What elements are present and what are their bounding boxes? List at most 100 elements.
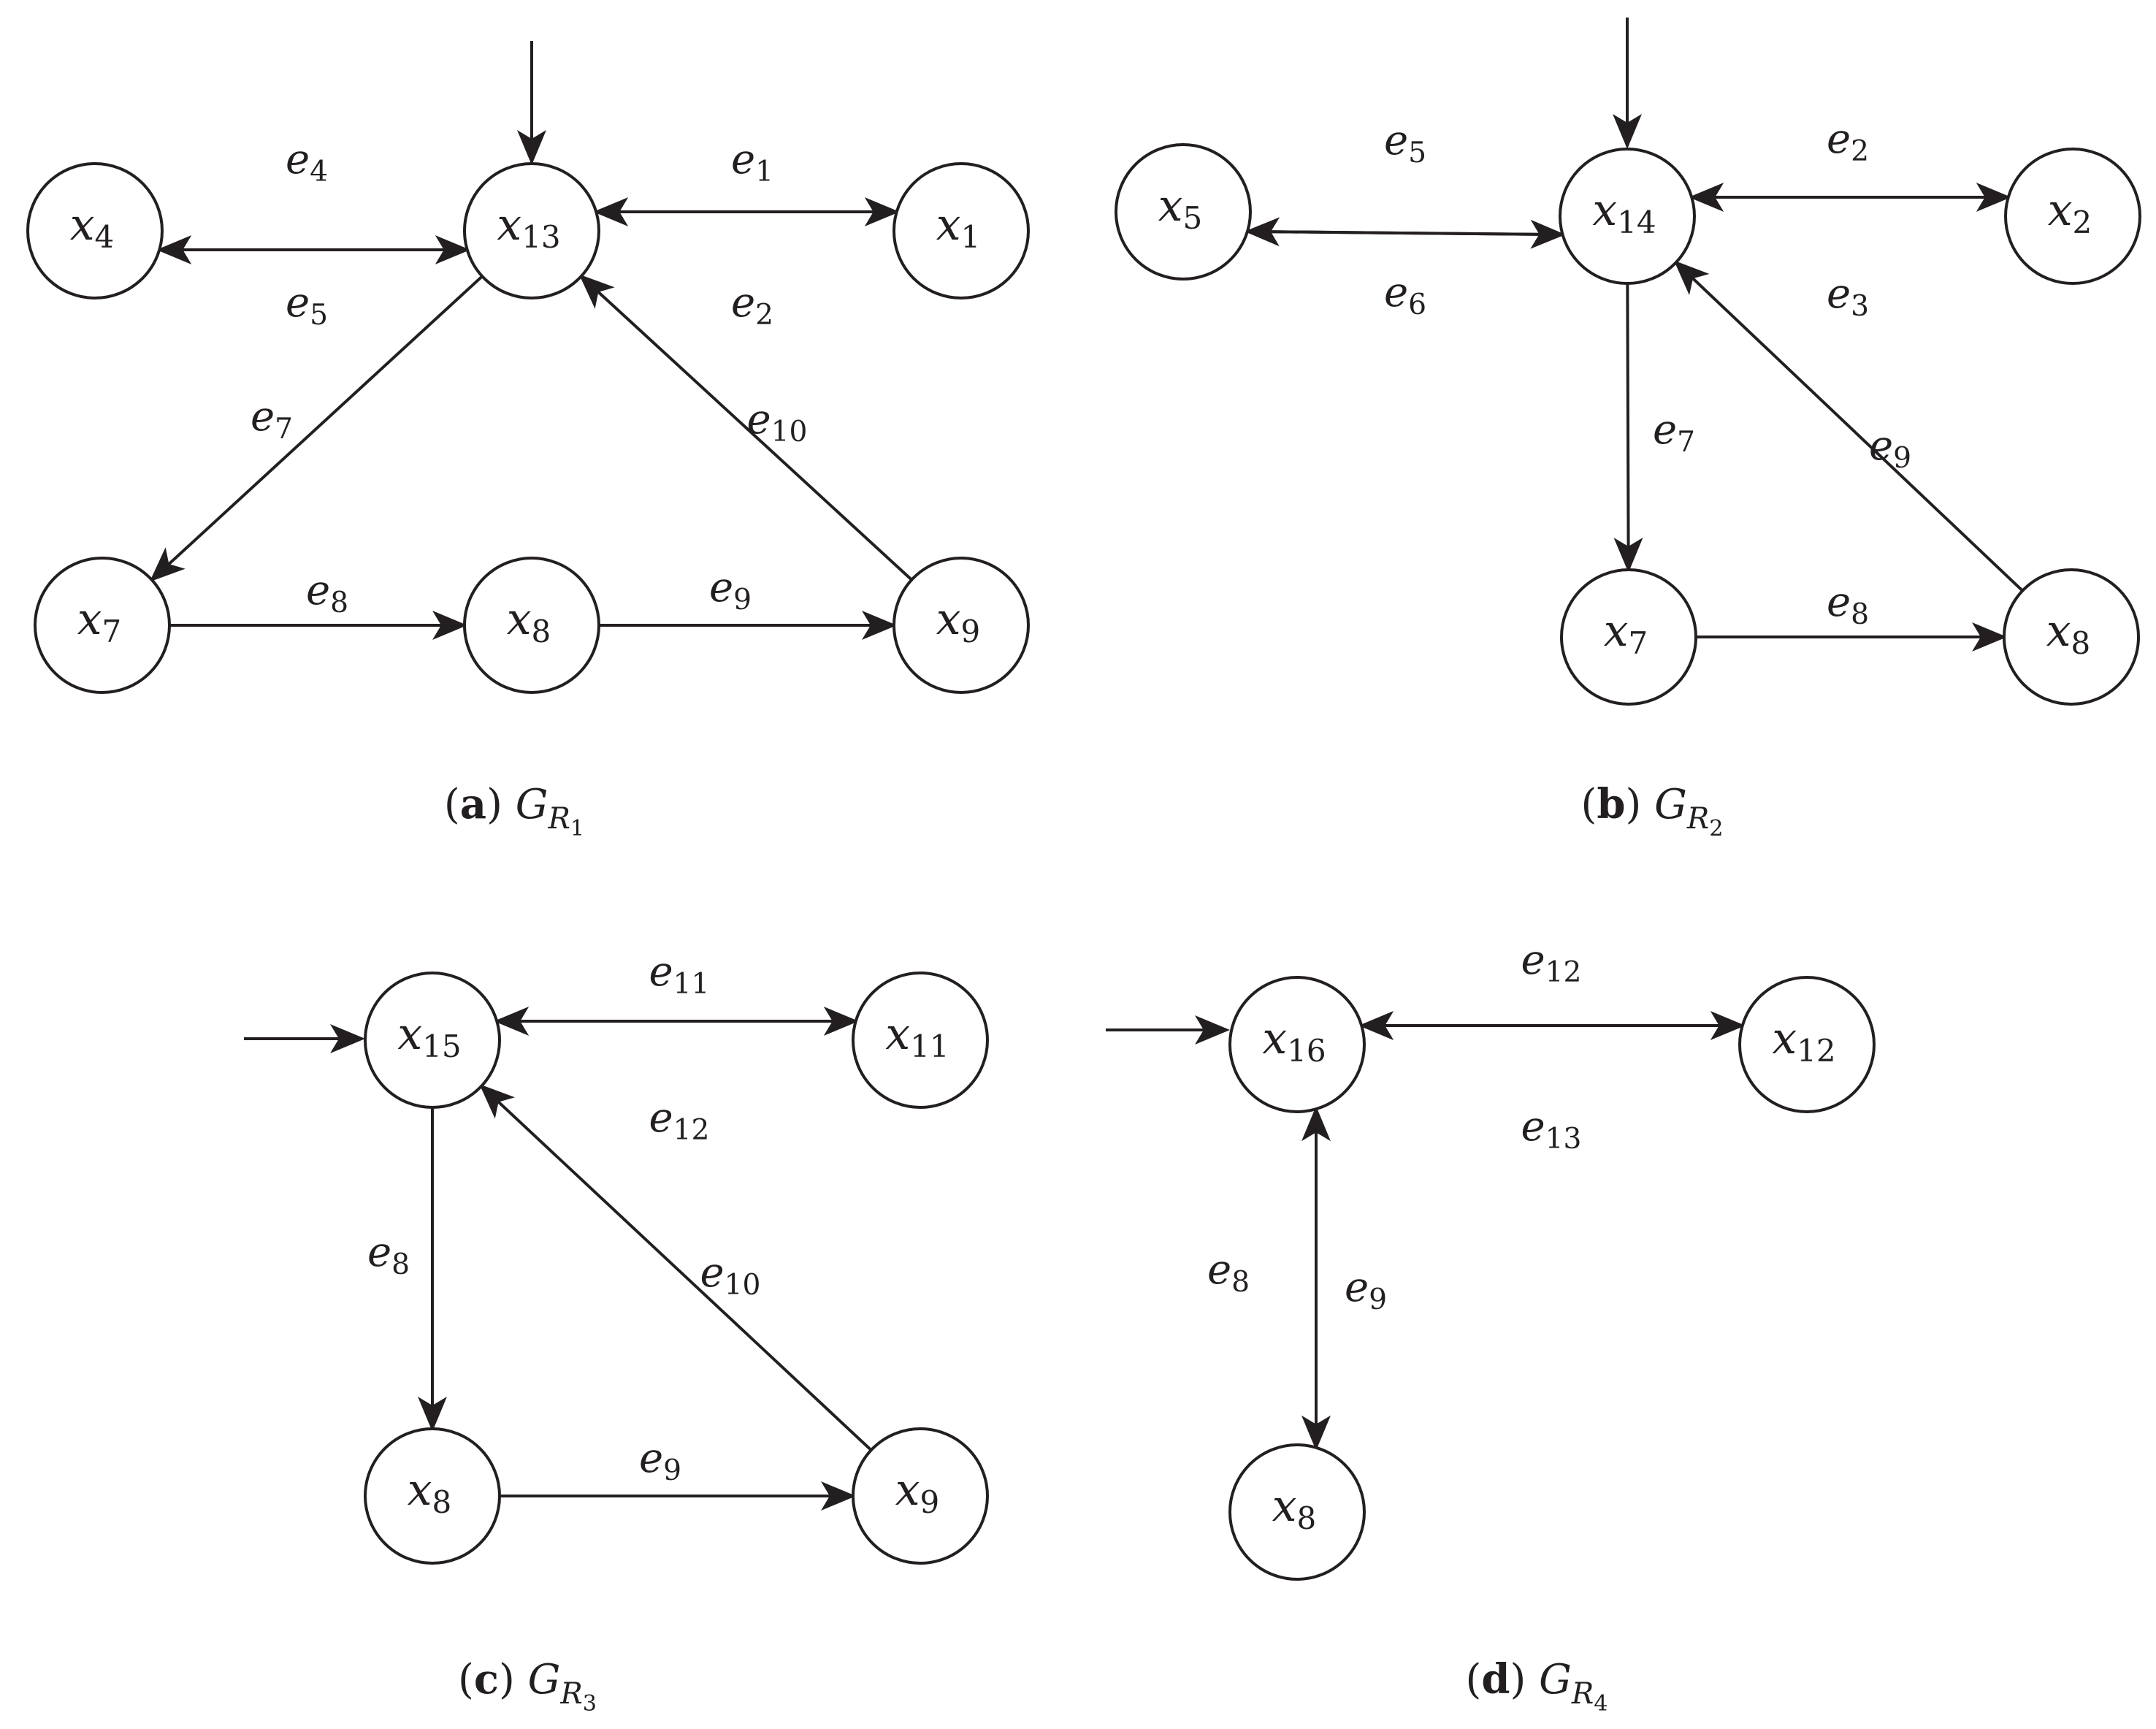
diagram-a-state-label-x8: x8 (507, 594, 551, 649)
diagram-b-state-x5 (1115, 143, 1252, 280)
diagram-d-edge-label-e8-subscript: 8 (1231, 1266, 1250, 1299)
diagram-c-state-label-x11: x11 (885, 1009, 949, 1064)
diagram-d-edge-label-e9-base: e (1345, 1264, 1369, 1311)
diagram-b-state-label-x2-subscript: 2 (2073, 205, 2092, 240)
diagram-a-state-label-x13-base: x (497, 199, 521, 251)
diagram-b-edge-label-e7-subscript: 7 (1677, 426, 1695, 459)
diagram-b-edge-label-e8-subscript: 8 (1851, 598, 1869, 631)
diagram-b-caption: (b) GR2 (1580, 780, 1723, 841)
diagram-c-edge-label-e9: e9 (639, 1435, 681, 1488)
diagram-a-edge-label-e7-subscript: 7 (275, 413, 293, 446)
diagram-d-edge-label-e12-base: e (1521, 936, 1545, 984)
diagram-d-edge-label-e12: e12 (1521, 936, 1581, 990)
diagram-d-state-label-x12-base: x (1772, 1013, 1797, 1064)
diagram-a-edge-label-e7-base: e (251, 393, 275, 440)
diagram-d-caption: (d) GR4 (1465, 1655, 1608, 1717)
diagram-a-edge-label-e1-base: e (731, 136, 755, 183)
diagram-c-state-x8 (364, 1427, 501, 1565)
diagram-d-state-label-x16: x16 (1262, 1013, 1326, 1069)
diagram-c-caption-r: R (559, 1676, 582, 1711)
diagram-c-state-label-x8: x8 (408, 1465, 452, 1520)
diagram-c-state-label-x11-base: x (885, 1009, 910, 1060)
diagram-b-state-x7 (1560, 568, 1697, 706)
diagram-c-edge-label-e9-subscript: 9 (663, 1454, 681, 1487)
diagram-a-edge-label-e9-subscript: 9 (733, 584, 752, 617)
diagram-a-edge-label-e2: e2 (731, 279, 773, 332)
diagram-b-edge-label-e6: e6 (1384, 269, 1426, 322)
diagram-c-edge-label-e10-subscript: 10 (725, 1269, 761, 1302)
diagram-b-state-label-x7-subscript: 7 (1629, 625, 1648, 661)
diagram-c-edge-label-e11: e11 (649, 948, 709, 1001)
diagram-b-edge-label-e5-subscript: 5 (1408, 137, 1426, 169)
diagram-c-state-label-x15: x15 (397, 1009, 461, 1064)
diagram-b-state-label-x14-base: x (1592, 185, 1617, 236)
diagram-a-state-label-x13: x13 (497, 199, 560, 255)
diagram-a-edge-x13-to-x7 (149, 275, 483, 582)
diagram-c-edge-label-e12-subscript: 12 (673, 1114, 710, 1147)
diagram-b-edge-label-e8-base: e (1827, 579, 1851, 626)
diagram-a-caption: (a) GR1 (444, 780, 584, 841)
diagram-b-caption-letter: b (1597, 780, 1625, 828)
diagram-c-caption-index: 3 (583, 1691, 597, 1717)
diagram-a-state-label-x8-subscript: 8 (532, 614, 551, 649)
diagram-c-state-label-x9: x9 (895, 1465, 940, 1520)
diagram-c-state-label-x8-subscript: 8 (432, 1484, 452, 1520)
diagram-a-state-x1 (892, 162, 1030, 299)
diagram-c-edge-label-e10: e10 (700, 1249, 760, 1302)
diagram-b-state-label-x14: x14 (1592, 185, 1656, 240)
diagram-d-state-x8 (1228, 1443, 1366, 1581)
diagram-a-state-label-x4-base: x (70, 199, 95, 251)
diagram-a-caption-r: R (547, 801, 570, 836)
diagram-b-state-label-x5-base: x (1158, 180, 1183, 232)
diagram-a-edge-label-e4: e4 (286, 136, 328, 189)
diagram-a-edge-label-e2-subscript: 2 (755, 299, 773, 332)
diagram-c-state-label-x9-base: x (895, 1465, 920, 1516)
diagram-d-caption-r: R (1571, 1676, 1594, 1711)
diagram-c-edge-x9-to-x15 (479, 1084, 873, 1451)
diagram-b-edge-label-e5: e5 (1384, 117, 1426, 170)
diagram-b-state-label-x8-base: x (2046, 606, 2071, 657)
diagram-b-state-label-x5-subscript: 5 (1183, 200, 1203, 236)
diagram-b-edge-label-e7: e7 (1653, 406, 1695, 459)
diagram-b-state-x14 (1559, 148, 1696, 285)
diagram-b-state-label-x7-base: x (1604, 606, 1629, 657)
diagram-a-state-label-x7-base: x (77, 594, 102, 645)
diagram-a-edge-label-e1-subscript: 1 (755, 156, 773, 188)
diagram-b-edge-x14-to-x7 (1613, 283, 1643, 573)
diagram-a-state-x13 (463, 162, 600, 299)
diagram-d-state-x12 (1738, 976, 1876, 1113)
diagram-a-caption-letter: a (460, 780, 486, 828)
diagram-a-caption-index: 1 (570, 816, 584, 841)
diagram-b-state-x2 (2004, 148, 2141, 285)
diagram-d-edge-label-e8-base: e (1207, 1246, 1231, 1294)
diagram-b-state-label-x2: x2 (2048, 185, 2092, 240)
diagram-a-state-x8 (463, 557, 600, 694)
diagram-a-state-label-x4: x4 (70, 199, 115, 255)
diagram-a-edge-label-e4-subscript: 4 (310, 156, 328, 188)
diagram-c-edge-label-e9-base: e (639, 1435, 663, 1482)
diagram-b-edge-label-e6-base: e (1384, 269, 1408, 316)
diagram-a-edge-label-e9-base: e (709, 564, 733, 611)
diagram-b-edge-label-e3-base: e (1827, 270, 1851, 318)
diagram-c-edge-label-e11-base: e (649, 948, 673, 996)
diagram-d-state-label-x16-subscript: 16 (1287, 1033, 1326, 1069)
diagram-a-edge-label-e10-base: e (746, 396, 771, 443)
diagram-d-state-label-x12-subscript: 12 (1797, 1033, 1835, 1069)
diagram-a-edge-label-e4-base: e (286, 136, 310, 183)
diagram-a-caption-g: G (516, 781, 548, 828)
diagram-a-edge-label-e8-base: e (306, 567, 330, 614)
diagram-c-edge-label-e8: e8 (367, 1229, 410, 1282)
diagram-d-edge-label-e8: e8 (1207, 1246, 1250, 1299)
diagram-a-edge-x9-to-x13 (578, 274, 913, 581)
diagram-d-state-label-x8: x8 (1272, 1481, 1317, 1536)
diagram-b-edge-label-e9: e9 (1869, 422, 1911, 476)
diagram-b-state-label-x8: x8 (2046, 606, 2091, 661)
diagram-b-edge-label-e6-subscript: 6 (1408, 289, 1426, 321)
diagram-a-state-label-x7-subscript: 7 (102, 614, 122, 649)
diagram-b-edge-label-e2-subscript: 2 (1851, 135, 1869, 168)
diagram-b-edge-label-e3-subscript: 3 (1851, 290, 1869, 323)
diagram-a-edge-label-e7: e7 (251, 393, 293, 446)
diagram-d-edge-label-e13-base: e (1521, 1103, 1545, 1150)
diagram-c-state-x9 (852, 1427, 989, 1565)
